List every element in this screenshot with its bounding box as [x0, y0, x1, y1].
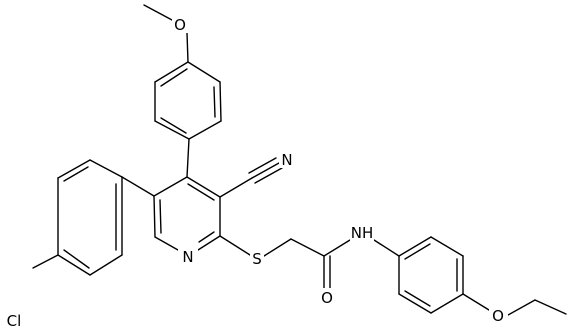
bond-ring1-pyridine [186, 138, 190, 178]
bond-s-ch2 [263, 238, 292, 257]
bond-nitrile-triple [251, 162, 280, 179]
chlorine-label: Cl [7, 312, 22, 330]
bond-ring4-inner [63, 166, 89, 182]
bond-methyl-o [143, 4, 173, 21]
bond-nh-aryl [373, 239, 400, 257]
bond-ring1-inner [160, 68, 188, 87]
bond-o-aryl [186, 32, 189, 63]
nitrile-nitrogen-label: N [281, 151, 292, 169]
bond-ring1 [188, 120, 222, 140]
carbonyl-oxygen-label: O [321, 289, 333, 307]
methoxy-oxygen-label: O [174, 16, 186, 34]
bond-ring4 [89, 159, 123, 178]
bond-nitrile-c [219, 177, 253, 198]
bond-ring1-inner [160, 117, 187, 134]
bond-c-s [219, 235, 251, 256]
bond-nitrile-triple [248, 157, 277, 174]
bond-ring1 [219, 81, 222, 122]
bond-ring4 [57, 254, 91, 276]
bond-ring4-inner [63, 249, 90, 269]
bond-o-ethyl [507, 299, 536, 316]
bond-ring3 [430, 236, 464, 257]
bond-co-nh [323, 239, 351, 257]
bond-pyridine [153, 195, 156, 238]
atom-labels: O N N S NH O O Cl [0, 15, 508, 330]
bond-pyridine-inner [187, 183, 215, 201]
bond-nitrile-triple [254, 167, 283, 184]
bond-ring1 [154, 61, 189, 83]
bond-ring1 [154, 120, 190, 140]
bond-pyridine [186, 176, 221, 198]
bond-ring3-inner [404, 243, 431, 260]
bond-ring1-inner [213, 86, 216, 118]
ethoxy-oxygen-label: O [492, 307, 504, 325]
pyridine-nitrogen-label: N [182, 248, 193, 266]
bond-pyridine-ring4 [121, 176, 155, 197]
bond-pyridine [154, 236, 179, 251]
bond-ring3-inner [404, 290, 431, 307]
bond-pyridine [197, 235, 221, 251]
bond-ring3 [398, 236, 432, 257]
bond-pyridine-inner [198, 231, 215, 243]
bond-pyridine-inner [159, 199, 162, 234]
bond-ethyl [534, 299, 567, 315]
bond-ring3 [398, 293, 432, 314]
bond-ch2-co [290, 238, 325, 257]
bond-ring4-cl [32, 254, 59, 269]
bond-ring4 [89, 254, 123, 276]
bond-ring4 [57, 159, 91, 179]
bond-ring3 [430, 293, 464, 314]
bond-pyridine [153, 176, 188, 197]
amide-nh-label: NH [351, 224, 374, 242]
bonds [32, 4, 567, 316]
bond-aryl-o [462, 293, 490, 311]
sulfur-label: S [252, 250, 262, 268]
bond-ring1 [187, 61, 221, 83]
